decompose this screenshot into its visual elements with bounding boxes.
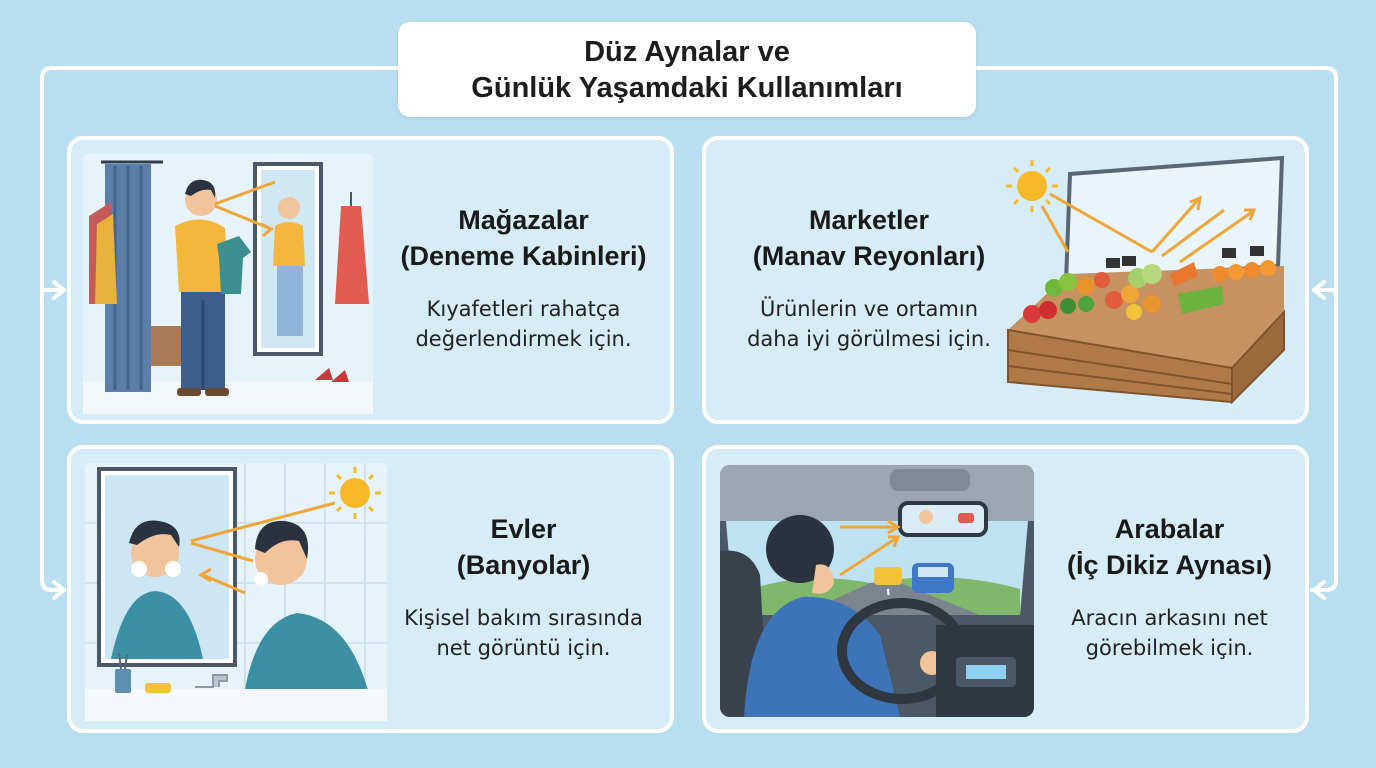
card-homes-heading-1: Evler [490, 514, 557, 544]
arrow-right-upper [1312, 280, 1326, 300]
card-markets-description: Ürünlerin ve ortamın daha iyi görülmesi … [747, 294, 991, 354]
card-cars-desc-line-2: görebilmek için. [1085, 636, 1254, 660]
card-homes-desc-line-1: Kişisel bakım sırasında [404, 606, 643, 630]
card-homes-text: Evler (Banyolar) Kişisel bakım sırasında… [381, 511, 666, 663]
card-homes-heading-2: (Banyolar) [456, 550, 591, 580]
title-line-2: Günlük Yaşamdaki Kullanımları [471, 71, 903, 104]
card-cars-heading-2: (İç Dikiz Aynası) [1066, 550, 1273, 580]
fitting-room-illustration [83, 154, 373, 414]
card-markets-desc-line-2: daha iyi görülmesi için. [747, 327, 991, 351]
rear-view-mirror [898, 501, 988, 537]
card-markets: Marketler (Manav Reyonları) Ürünlerin ve… [702, 136, 1309, 424]
card-cars-heading-1: Arabalar [1114, 514, 1225, 544]
title-line-1: Düz Aynalar ve [584, 35, 790, 68]
car-interior-illustration [720, 465, 1034, 717]
produce-stand-illustration [1006, 155, 1285, 405]
card-cars: Arabalar (İç Dikiz Aynası) Aracın arkası… [702, 445, 1309, 733]
card-markets-heading-2: (Manav Reyonları) [752, 241, 986, 271]
card-stores: Mağazalar (Deneme Kabinleri) Kıyafetleri… [67, 136, 674, 424]
card-homes-description: Kişisel bakım sırasında net görüntü için… [404, 603, 643, 663]
title-box: Düz Aynalar ve Günlük Yaşamdaki Kullanım… [398, 22, 976, 117]
card-homes: Evler (Banyolar) Kişisel bakım sırasında… [67, 445, 674, 733]
card-cars-desc-line-1: Aracın arkasını net [1071, 606, 1268, 630]
card-stores-heading-1: Mağazalar [458, 205, 589, 235]
reflection-head [278, 197, 300, 219]
arrow-left-lower [52, 580, 66, 600]
card-stores-desc-line-2: değerlendirmek için. [415, 327, 632, 351]
bathroom-mirror-illustration [85, 463, 387, 721]
sun-icon [329, 467, 381, 519]
card-stores-heading-2: (Deneme Kabinleri) [400, 241, 647, 271]
card-markets-heading-1: Marketler [808, 205, 930, 235]
produce [1023, 260, 1276, 323]
sun-icon [1006, 160, 1058, 212]
card-homes-desc-line-2: net görüntü için. [436, 636, 611, 660]
arrow-right-lower [1312, 580, 1326, 600]
card-markets-text: Marketler (Manav Reyonları) Ürünlerin ve… [720, 202, 1018, 354]
card-markets-desc-line-1: Ürünlerin ve ortamın [759, 297, 979, 321]
card-cars-text: Arabalar (İç Dikiz Aynası) Aracın arkası… [1032, 511, 1307, 663]
card-stores-text: Mağazalar (Deneme Kabinleri) Kıyafetleri… [381, 202, 666, 354]
card-stores-desc-line-1: Kıyafetleri rahatça [426, 297, 621, 321]
card-cars-description: Aracın arkasını net görebilmek için. [1071, 603, 1267, 663]
card-stores-description: Kıyafetleri rahatça değerlendirmek için. [415, 294, 631, 354]
arrow-left-upper [52, 280, 66, 300]
